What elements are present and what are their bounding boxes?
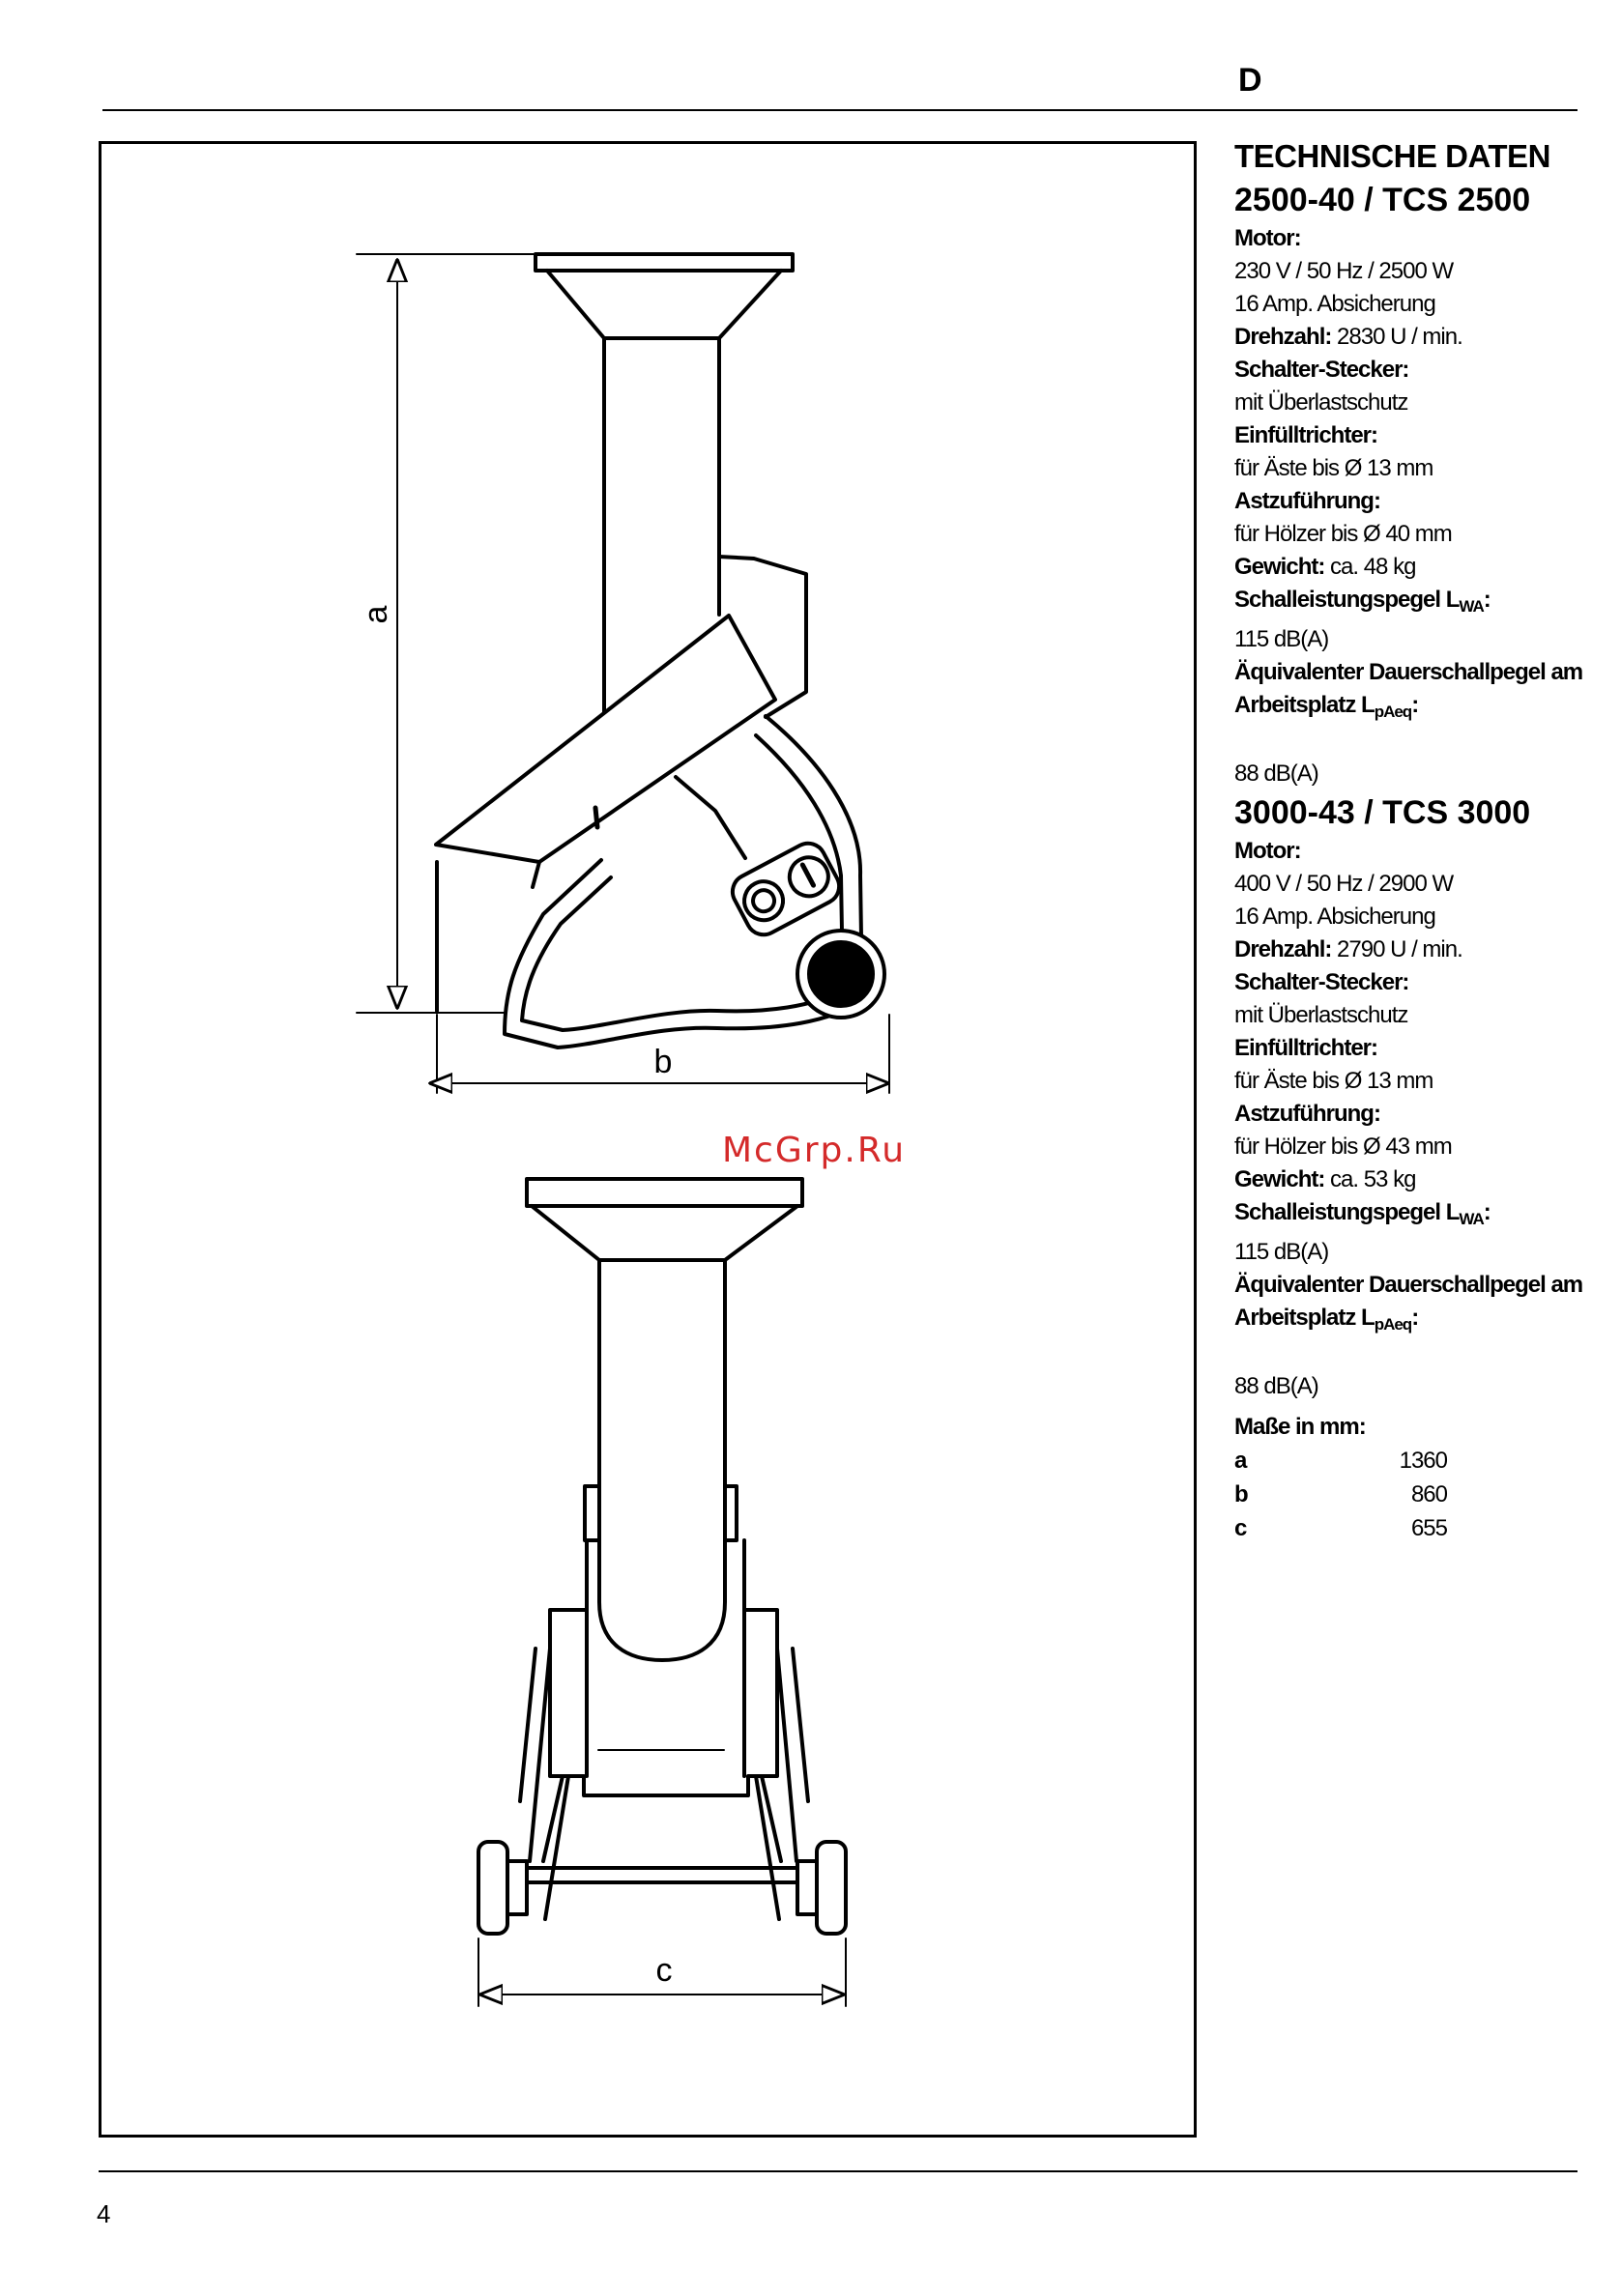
hopper-value: für Äste bis Ø 13 mm bbox=[1234, 455, 1433, 481]
equiv-label-line2: Arbeitsplatz LpAeq: bbox=[1234, 692, 1419, 721]
switch-label: Schalter-Stecker: bbox=[1234, 969, 1409, 995]
header-rule bbox=[102, 109, 1578, 111]
shredder-drawing: a b c bbox=[356, 252, 890, 2007]
section-title: TECHNISCHE DATEN bbox=[1234, 138, 1550, 174]
watermark: McGrp.Ru bbox=[722, 1131, 907, 1170]
weight-row: Gewicht: ca. 48 kg bbox=[1234, 554, 1416, 580]
hopper-label: Einfülltrichter: bbox=[1234, 422, 1378, 448]
motor-value: 400 V / 50 Hz / 2900 W bbox=[1234, 871, 1454, 897]
model-block-1: 2500-40 / TCS 2500 Motor: 230 V / 50 Hz … bbox=[1234, 178, 1621, 790]
model-block-2: 3000-43 / TCS 3000 Motor: 400 V / 50 Hz … bbox=[1234, 790, 1621, 1403]
switch-label: Schalter-Stecker: bbox=[1234, 357, 1409, 383]
weight-row: Gewicht: ca. 53 kg bbox=[1234, 1166, 1416, 1192]
switch-value: mit Überlastschutz bbox=[1234, 389, 1408, 416]
model-title: 3000-43 / TCS 3000 bbox=[1234, 794, 1531, 831]
figure-frame bbox=[99, 141, 1197, 2138]
sound-power-label: Schalleistungspegel LWA: bbox=[1234, 1199, 1491, 1228]
page-number: 4 bbox=[97, 2199, 111, 2228]
equiv-value: 88 dB(A) bbox=[1234, 761, 1319, 787]
rpm-row: Drehzahl: 2790 U / min. bbox=[1234, 936, 1463, 962]
rpm-row: Drehzahl: 2830 U / min. bbox=[1234, 324, 1463, 350]
front-view bbox=[477, 1177, 848, 2007]
footer-rule bbox=[99, 2170, 1578, 2172]
feed-label: Astzuführung: bbox=[1234, 1101, 1381, 1127]
feed-value: für Hölzer bis Ø 40 mm bbox=[1234, 521, 1453, 547]
motor-value: 230 V / 50 Hz / 2500 W bbox=[1234, 258, 1454, 284]
language-code: D bbox=[1238, 62, 1262, 99]
dimension-label-b: b bbox=[654, 1044, 673, 1080]
switch-value: mit Überlastschutz bbox=[1234, 1002, 1408, 1028]
feed-label: Astzuführung: bbox=[1234, 488, 1381, 514]
sound-power-value: 115 dB(A) bbox=[1234, 626, 1329, 652]
sound-power-value: 115 dB(A) bbox=[1234, 1239, 1329, 1265]
equiv-label-line1: Äquivalenter Dauerschallpegel am bbox=[1234, 659, 1583, 685]
motor-label: Motor: bbox=[1234, 225, 1302, 251]
dimension-label-a: a bbox=[358, 605, 394, 623]
fuse-value: 16 Amp. Absicherung bbox=[1234, 291, 1436, 317]
side-view bbox=[356, 252, 890, 1093]
model-title: 2500-40 / TCS 2500 bbox=[1234, 182, 1531, 218]
equiv-value: 88 dB(A) bbox=[1234, 1373, 1319, 1399]
sound-power-label: Schalleistungspegel LWA: bbox=[1234, 587, 1491, 616]
feed-value: für Hölzer bis Ø 43 mm bbox=[1234, 1134, 1453, 1160]
dimensions-title: Maße in mm: bbox=[1234, 1414, 1367, 1440]
dimension-label-c: c bbox=[656, 1952, 673, 1989]
fuse-value: 16 Amp. Absicherung bbox=[1234, 904, 1436, 930]
technical-data: TECHNISCHE DATEN 2500-40 / TCS 2500 Moto… bbox=[1234, 135, 1621, 1545]
motor-label: Motor: bbox=[1234, 838, 1302, 864]
hopper-label: Einfülltrichter: bbox=[1234, 1035, 1378, 1061]
equiv-label-line2: Arbeitsplatz LpAeq: bbox=[1234, 1305, 1419, 1334]
hopper-value: für Äste bis Ø 13 mm bbox=[1234, 1068, 1433, 1094]
equiv-label-line1: Äquivalenter Dauerschallpegel am bbox=[1234, 1272, 1583, 1298]
